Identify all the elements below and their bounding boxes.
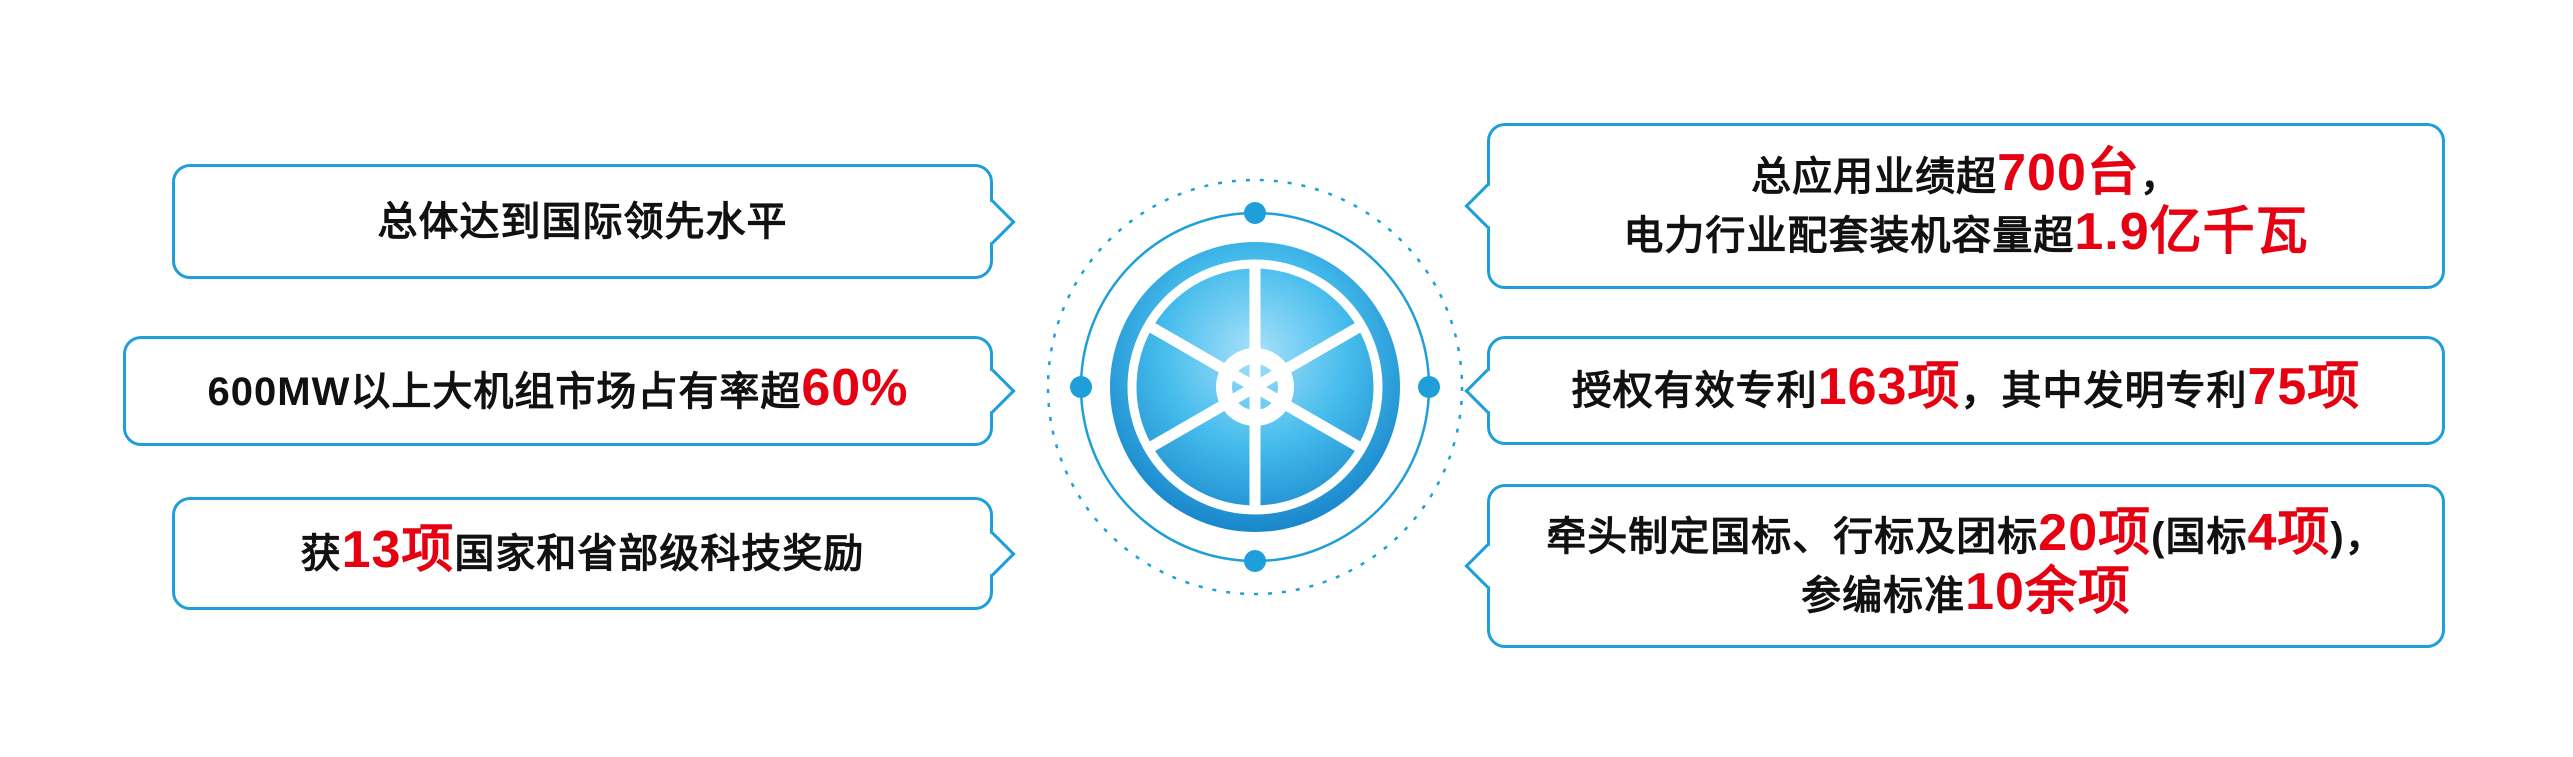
text-segment: 国家和省部级科技奖励 — [454, 532, 865, 576]
callout-patents: 授权有效专利163项，其中发明专利75项 — [1464, 336, 2445, 445]
wheel-rim-ring — [1127, 259, 1383, 515]
wheel-hub-ring — [1216, 348, 1294, 426]
highlight-number: 4项 — [2247, 504, 2331, 562]
callout-text-line: 授权有效专利163项，其中发明专利75项 — [1572, 361, 2361, 420]
highlight-number: 20项 — [2038, 504, 2152, 562]
text-segment: 授权有效专利 — [1571, 369, 1818, 413]
callout-text-line: 获13项国家和省部级科技奖励 — [301, 524, 865, 583]
highlight-number: 1.9亿千瓦 — [2074, 203, 2309, 261]
orbit-dot-right — [1418, 376, 1440, 398]
turbine-wheel-icon — [1046, 178, 1464, 596]
text-segment: (国标 — [2151, 515, 2248, 559]
callout-market-share: 600MW以上大机组市场占有率超60% — [123, 336, 1016, 446]
text-segment: ， — [2139, 155, 2181, 199]
text-segment: 获 — [300, 532, 342, 576]
highlight-number: 75项 — [2247, 358, 2361, 416]
text-segment: 总体达到国际领先水平 — [377, 199, 788, 244]
dashed-orbit-ring — [1046, 178, 1464, 596]
callout-text-line: 总应用业绩超700台， — [1751, 147, 2181, 206]
orbit-dot-top — [1244, 202, 1266, 224]
orbit-dot-bottom — [1244, 550, 1266, 572]
text-segment: 电力行业配套装机容量超 — [1623, 214, 2075, 258]
highlight-number: 10余项 — [1965, 563, 2131, 621]
orbit-dot-left — [1070, 376, 1092, 398]
text-segment: ，其中发明专利 — [1960, 369, 2248, 413]
callout-awards: 获13项国家和省部级科技奖励 — [172, 497, 1016, 610]
callout-pointer-right-icon — [970, 368, 1016, 414]
text-segment: 牵头制定国标、行标及团标 — [1546, 515, 2039, 559]
wheel-spokes — [1148, 267, 1362, 507]
callout-text-line: 总体达到国际领先水平 — [378, 193, 788, 251]
highlight-number: 60% — [801, 358, 909, 417]
text-segment: 参编标准 — [1801, 574, 1966, 618]
callout-pointer-right-icon — [970, 530, 1016, 577]
text-segment: )， — [2330, 515, 2386, 559]
orbit-dots — [1070, 202, 1440, 572]
callout-text-line: 600MW以上大机组市场占有率超60% — [208, 362, 909, 421]
text-segment: 总应用业绩超 — [1751, 155, 1998, 199]
highlight-number: 13项 — [341, 521, 455, 579]
callout-text-line: 参编标准10余项 — [1801, 566, 2131, 625]
callout-pointer-right-icon — [970, 198, 1016, 245]
highlight-number: 700台 — [1997, 144, 2140, 202]
callout-text-line: 电力行业配套装机容量超1.9亿千瓦 — [1623, 206, 2308, 265]
callout-application-record: 总应用业绩超700台， 电力行业配套装机容量超1.9亿千瓦 — [1464, 123, 2445, 289]
callout-text-line: 牵头制定国标、行标及团标20项(国标4项)， — [1546, 507, 2385, 566]
callout-international-level: 总体达到国际领先水平 — [172, 164, 1016, 279]
callout-standards: 牵头制定国标、行标及团标20项(国标4项)， 参编标准10余项 — [1464, 484, 2445, 648]
text-segment: 600MW以上大机组市场占有率超 — [207, 369, 802, 414]
highlight-number: 163项 — [1817, 358, 1961, 416]
